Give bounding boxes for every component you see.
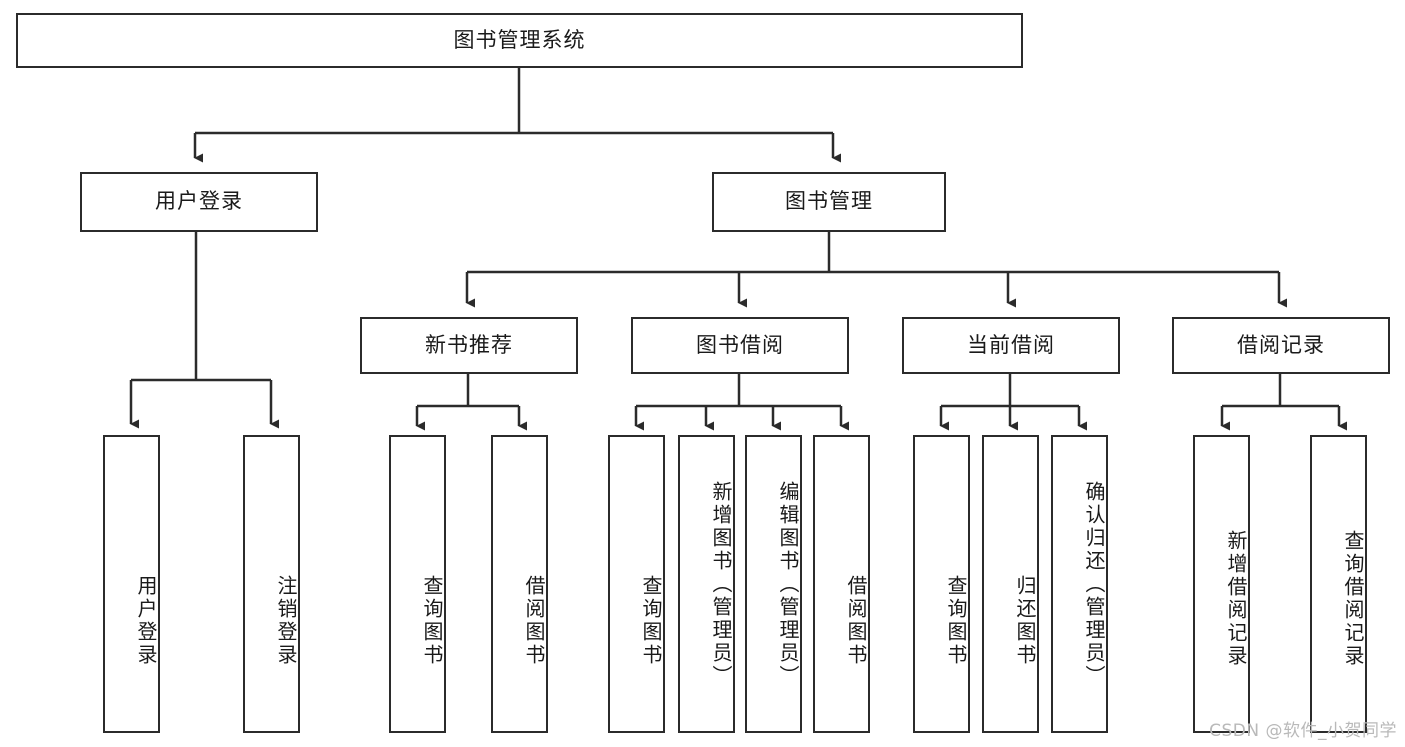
leaf-new-book-rec-2-label: 借阅图书: [522, 575, 546, 667]
node-book-borrow[interactable]: 图书借阅: [631, 317, 849, 374]
leaf-current-borrow-1-label: 查询图书: [944, 575, 968, 667]
leaf-new-book-rec-1[interactable]: 查询图书: [389, 435, 446, 733]
leaf-new-book-rec-2[interactable]: 借阅图书: [491, 435, 548, 733]
node-root-label: 图书管理系统: [453, 27, 586, 52]
leaf-current-borrow-2[interactable]: 归还图书: [982, 435, 1039, 733]
node-new-book-rec[interactable]: 新书推荐: [360, 317, 578, 374]
node-borrow-record-label: 借阅记录: [1237, 332, 1325, 357]
leaf-current-borrow-2-label: 归还图书: [1013, 575, 1037, 667]
leaf-book-borrow-2[interactable]: 新增图书（管理员）: [678, 435, 735, 733]
leaf-current-borrow-1[interactable]: 查询图书: [913, 435, 970, 733]
leaf-book-borrow-3-label: 编辑图书（管理员）: [776, 480, 800, 688]
leaf-borrow-record-2-label: 查询借阅记录: [1341, 530, 1365, 668]
leaf-borrow-record-1[interactable]: 新增借阅记录: [1193, 435, 1250, 733]
watermark: CSDN @软件_小贺同学: [1209, 721, 1397, 741]
node-new-book-rec-label: 新书推荐: [425, 332, 513, 357]
leaf-user-login-1[interactable]: 用户登录: [103, 435, 160, 733]
node-user-login-label: 用户登录: [155, 189, 243, 214]
node-current-borrow-label: 当前借阅: [967, 332, 1055, 357]
leaf-borrow-record-1-label: 新增借阅记录: [1224, 530, 1248, 668]
leaf-book-borrow-1[interactable]: 查询图书: [608, 435, 665, 733]
node-book-borrow-label: 图书借阅: [696, 332, 784, 357]
leaf-book-borrow-1-label: 查询图书: [639, 575, 663, 667]
leaf-user-login-1-label: 用户登录: [134, 575, 158, 667]
node-borrow-record[interactable]: 借阅记录: [1172, 317, 1390, 374]
node-current-borrow[interactable]: 当前借阅: [902, 317, 1120, 374]
leaf-current-borrow-3[interactable]: 确认归还（管理员）: [1051, 435, 1108, 733]
node-book-manage-label: 图书管理: [785, 189, 873, 214]
node-user-login[interactable]: 用户登录: [80, 172, 318, 232]
leaf-user-login-2[interactable]: 注销登录: [243, 435, 300, 733]
leaf-book-borrow-3[interactable]: 编辑图书（管理员）: [745, 435, 802, 733]
node-root[interactable]: 图书管理系统: [16, 13, 1023, 68]
leaf-current-borrow-3-label: 确认归还（管理员）: [1082, 480, 1106, 688]
node-book-manage[interactable]: 图书管理: [712, 172, 946, 232]
leaf-book-borrow-4[interactable]: 借阅图书: [813, 435, 870, 733]
leaf-book-borrow-4-label: 借阅图书: [844, 575, 868, 667]
leaf-borrow-record-2[interactable]: 查询借阅记录: [1310, 435, 1367, 733]
leaf-user-login-2-label: 注销登录: [274, 575, 298, 667]
leaf-new-book-rec-1-label: 查询图书: [420, 575, 444, 667]
leaf-book-borrow-2-label: 新增图书（管理员）: [709, 480, 733, 688]
